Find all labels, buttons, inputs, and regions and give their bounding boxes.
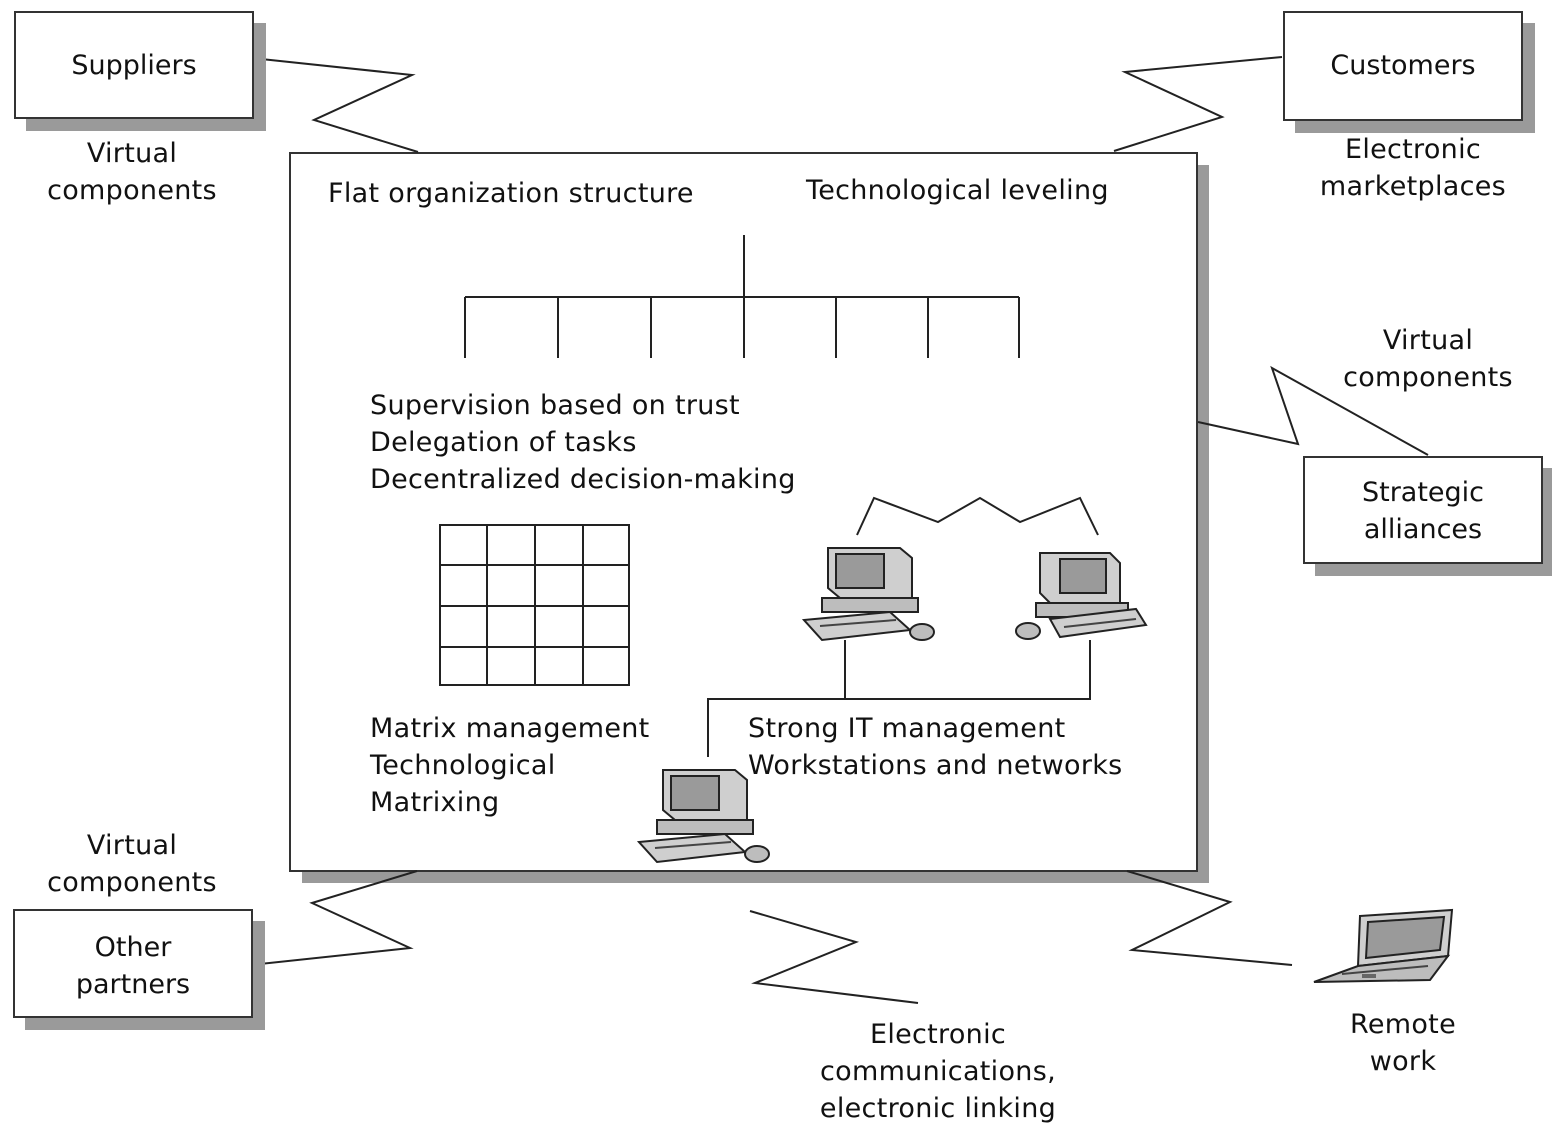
virtual-components-label: Virtual components (1343, 325, 1513, 393)
link-suppliers (251, 57, 419, 153)
supervision-list: Supervision based on trust Delegation of… (370, 390, 796, 495)
technological-leveling-label: Technological leveling (806, 175, 1109, 206)
customers-label: Customers (1330, 50, 1476, 81)
virtual-components-label: Virtual components (47, 138, 217, 206)
desktop-computer-icon (801, 547, 935, 642)
network-bus (707, 640, 1091, 757)
remote-work-label: Remote work (1350, 1009, 1456, 1077)
desktop-computer-icon (1015, 552, 1148, 640)
other-partners-box: Other partners (13, 909, 253, 1018)
laptop-icon (1313, 908, 1454, 983)
virtual-components-label: Virtual components (47, 830, 217, 898)
strategic-alliances-label: Strategic alliances (1361, 477, 1485, 545)
other-partners-label: Other partners (75, 932, 191, 1000)
it-management-list: Strong IT management Workstations and ne… (748, 713, 1123, 781)
strategic-alliances-box: Strategic alliances (1303, 456, 1543, 564)
network-link-top (856, 496, 1099, 536)
desktop-computer-icon (636, 769, 770, 864)
link-strategic-alliances (1197, 365, 1429, 456)
link-customers (1113, 56, 1283, 152)
matrix-list: Matrix management Technological Matrixin… (370, 713, 650, 818)
customers-box: Customers (1283, 11, 1523, 121)
matrix-grid (439, 524, 630, 686)
flat-org-chart (464, 235, 1020, 358)
flat-structure-label: Flat organization structure (328, 178, 694, 209)
link-other-partners (249, 870, 418, 966)
electronic-marketplaces-label: Electronic marketplaces (1319, 134, 1507, 202)
electronic-communications-label: Electronic communications, electronic li… (819, 1019, 1057, 1124)
link-remote-work (1126, 870, 1293, 966)
suppliers-label: Suppliers (71, 50, 197, 81)
suppliers-box: Suppliers (14, 11, 254, 119)
link-electronic-communications (749, 910, 919, 1004)
